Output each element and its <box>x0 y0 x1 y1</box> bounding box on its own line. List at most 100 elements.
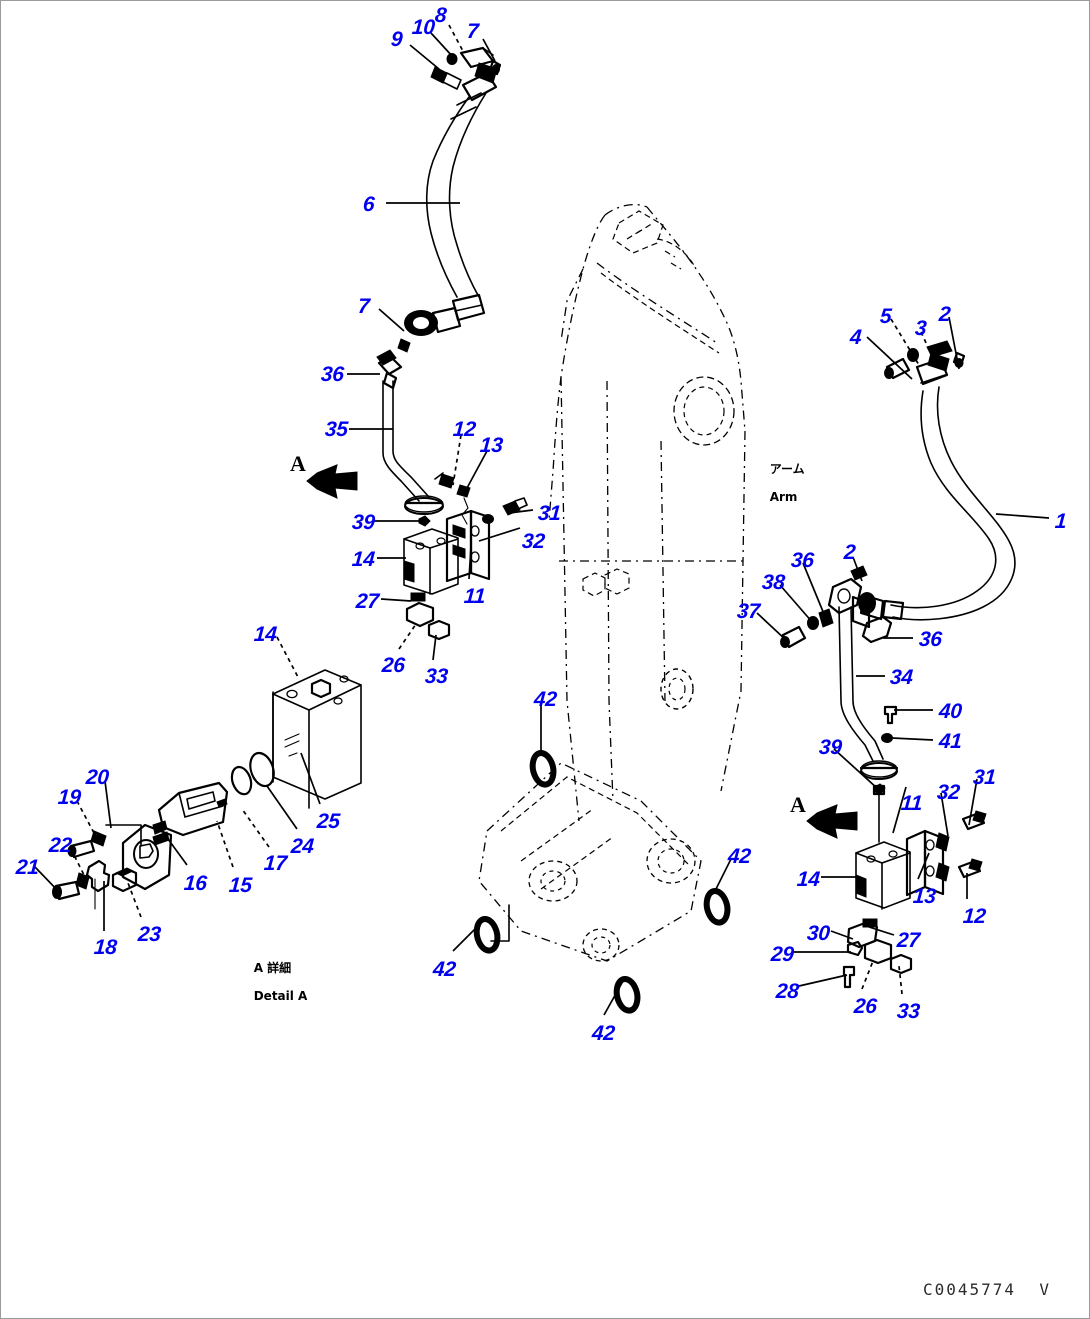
callout-number: 29 <box>770 943 795 966</box>
leader-line <box>861 960 874 990</box>
detail-a-label: A 詳細 Detail A <box>237 947 308 1017</box>
callout-number: 35 <box>324 418 349 441</box>
leader-line <box>70 848 88 882</box>
callout-number: 7 <box>466 20 480 43</box>
callout-number: 13 <box>912 885 937 908</box>
callout-number: 22 <box>48 834 73 857</box>
callout-number: 14 <box>253 623 278 646</box>
leader-line <box>398 623 417 650</box>
drawing-number: C0045774 V <box>923 1280 1051 1299</box>
callout-number: 39 <box>818 736 843 759</box>
callout-number: 11 <box>900 792 924 815</box>
arm-phantom-outline <box>478 203 746 962</box>
leader-line <box>779 584 814 624</box>
callout-number: 31 <box>537 502 562 525</box>
callout-number: 38 <box>761 571 786 594</box>
detail-a-label-en: Detail A <box>253 989 308 1003</box>
arm-label-en: Arm <box>769 490 798 504</box>
callout-number: 24 <box>290 835 315 858</box>
leader-line <box>432 634 437 661</box>
leader-line <box>127 882 142 918</box>
leader-line <box>868 926 895 936</box>
leader-line <box>466 450 488 489</box>
leader-line <box>276 636 300 680</box>
leader-line <box>76 800 95 834</box>
callout-number: 42 <box>533 688 558 711</box>
callout-number: 14 <box>796 868 821 891</box>
valve-block-14-left <box>403 528 459 641</box>
leader-line <box>833 748 879 790</box>
callout-number: 42 <box>727 845 752 868</box>
leader-line <box>430 32 454 58</box>
callout-number: 9 <box>390 28 404 51</box>
detail-a-label-jp: A 詳細 <box>253 961 292 975</box>
callout-number: 31 <box>972 766 997 789</box>
callout-number: 36 <box>918 628 943 651</box>
leader-line <box>898 965 903 995</box>
leader-line <box>380 598 412 602</box>
hose-6 <box>397 62 498 353</box>
callout-number: 34 <box>889 666 914 689</box>
callout-number: 23 <box>137 923 162 946</box>
detail-a-exploded <box>52 669 362 910</box>
callout-number: 4 <box>849 326 863 349</box>
callout-number: 3 <box>914 317 928 340</box>
leader-line <box>756 612 788 642</box>
callout-number: 26 <box>381 654 406 677</box>
callout-number: 42 <box>591 1022 616 1045</box>
arm-label: アーム Arm <box>753 448 805 518</box>
callout-number: 12 <box>962 905 987 928</box>
callout-number: 36 <box>790 549 815 572</box>
o-rings-42 <box>473 750 731 1014</box>
leader-line <box>104 780 112 829</box>
callout-number: 27 <box>896 929 921 952</box>
callout-number: 1 <box>1054 510 1068 533</box>
leader-line <box>241 808 270 848</box>
section-mark-a-left: A <box>290 451 306 476</box>
leader-line <box>890 318 920 366</box>
callout-number: 17 <box>263 852 288 875</box>
callout-number: 32 <box>521 530 546 553</box>
pipe-34-right <box>780 565 899 795</box>
callout-number: 21 <box>15 856 40 879</box>
section-mark-a-right: A <box>790 792 806 817</box>
pipe-35 <box>376 349 444 527</box>
callout-number: 18 <box>93 936 118 959</box>
callout-number: 10 <box>411 16 436 39</box>
leader-line <box>266 785 298 830</box>
leader-line <box>715 858 732 890</box>
leader-line <box>216 820 234 868</box>
leader-line <box>478 527 521 542</box>
callout-number: 15 <box>228 874 253 897</box>
hose-1-right <box>858 340 1016 621</box>
leader-line <box>891 737 934 741</box>
leader-line <box>482 38 496 62</box>
callout-number: 16 <box>183 872 208 895</box>
arm-label-jp: アーム <box>769 462 805 476</box>
callout-number: 2 <box>938 303 952 326</box>
callout-number: 6 <box>362 193 376 216</box>
callout-number: 39 <box>351 511 376 534</box>
section-arrows <box>306 464 858 839</box>
leader-line <box>995 513 1050 519</box>
valve-block-14-right <box>842 784 987 989</box>
callout-number: 12 <box>452 418 477 441</box>
callout-number: 33 <box>896 1000 921 1023</box>
leader-line <box>378 308 405 332</box>
callout-number: 27 <box>355 590 380 613</box>
callout-number: 41 <box>938 730 963 753</box>
callout-number: 37 <box>736 600 761 623</box>
leader-lines <box>34 24 1050 1016</box>
callout-number: 30 <box>806 922 831 945</box>
callout-number: 28 <box>775 980 800 1003</box>
leader-line <box>448 24 465 54</box>
callout-number: 40 <box>938 700 963 723</box>
callout-number: 2 <box>843 541 857 564</box>
callout-number: 5 <box>879 305 893 328</box>
callout-number: 11 <box>463 585 487 608</box>
callout-number: 32 <box>936 781 961 804</box>
leader-line <box>940 792 949 837</box>
callout-number: 25 <box>316 810 341 833</box>
callout-number: 7 <box>357 295 371 318</box>
